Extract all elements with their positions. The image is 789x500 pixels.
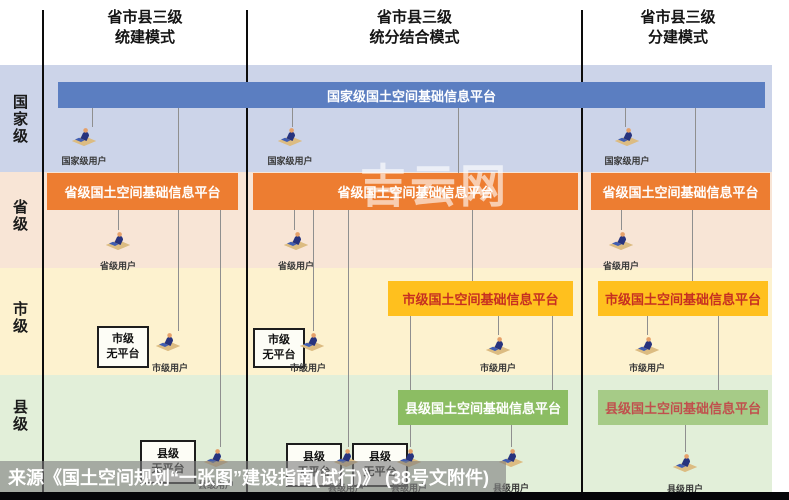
banner-county-platform: 县级国土空间基础信息平台 — [598, 390, 768, 425]
city-user-icon — [486, 337, 510, 355]
connector-line — [410, 316, 411, 447]
user-label: 国家级用户 — [267, 156, 313, 166]
header-line1: 省市县三级 — [640, 9, 716, 26]
connector-line — [647, 316, 648, 335]
user-label: 省级用户 — [99, 261, 137, 271]
no-platform-line1: 县级 — [303, 451, 325, 464]
national-user-icon — [278, 128, 302, 146]
banner-national-platform: 国家级国土空间基础信息平台 — [58, 82, 765, 108]
row-label-city: 市级 — [11, 301, 28, 335]
row-label-provincial: 省级 — [11, 199, 28, 233]
column-divider — [246, 10, 248, 492]
column-header-separate-mode: 省市县三级 分建模式 — [583, 8, 773, 47]
connector-line — [92, 108, 93, 127]
provincial-user-icon — [609, 232, 633, 250]
national-user-icon — [72, 128, 96, 146]
header-line1: 省市县三级 — [376, 9, 452, 26]
connector-line — [472, 210, 473, 281]
header-mode: 分建模式 — [647, 28, 708, 46]
banner-provincial-platform: 省级国土空间基础信息平台 — [47, 173, 238, 210]
row-label-national: 国家级 — [11, 94, 28, 145]
connector-line — [292, 108, 293, 127]
bottom-bar — [0, 492, 789, 500]
no-platform-line1: 县级 — [157, 448, 179, 461]
connector-line — [458, 108, 459, 173]
banner-provincial-platform: 省级国土空间基础信息平台 — [253, 173, 578, 210]
city-user-icon — [300, 333, 324, 351]
connector-line — [178, 108, 179, 173]
header-line1: 省市县三级 — [107, 9, 183, 26]
city-user-icon — [156, 333, 180, 351]
provincial-user-icon — [284, 232, 308, 250]
connector-line — [294, 210, 295, 230]
no-platform-line2: 无平台 — [262, 349, 296, 361]
user-label: 省级用户 — [277, 261, 315, 271]
user-label: 国家级用户 — [61, 156, 107, 166]
user-label: 省级用户 — [602, 261, 640, 271]
banner-city-platform: 市级国土空间基础信息平台 — [388, 281, 573, 316]
column-header-unified-mode: 省市县三级 统建模式 — [44, 8, 246, 47]
national-user-icon — [615, 128, 639, 146]
connector-line — [178, 210, 179, 331]
source-caption: 来源《国土空间规划“一张图”建设指南(试行)》 (38号文附件) — [0, 461, 506, 492]
no-platform-box-city: 市级 无平台 — [97, 326, 149, 368]
no-platform-line1: 市级 — [112, 333, 134, 346]
banner-provincial-platform: 省级国土空间基础信息平台 — [591, 173, 770, 210]
column-divider — [42, 10, 44, 492]
no-platform-line2: 无平台 — [106, 348, 140, 360]
county-user-icon — [673, 454, 697, 472]
user-label: 国家级用户 — [604, 156, 650, 166]
connector-line — [220, 210, 221, 447]
connector-line — [718, 316, 719, 390]
column-header-combined-mode: 省市县三级 统分结合模式 — [248, 8, 581, 47]
user-label: 市级用户 — [151, 363, 189, 373]
header-mode: 统分结合模式 — [369, 28, 460, 46]
connector-line — [695, 108, 696, 173]
connector-line — [625, 108, 626, 127]
user-label: 县级用户 — [492, 483, 530, 493]
connector-line — [118, 210, 119, 230]
connector-line — [692, 210, 693, 281]
no-platform-box-city: 市级 无平台 — [253, 328, 305, 368]
banner-county-platform: 县级国土空间基础信息平台 — [398, 390, 568, 425]
banner-city-platform: 市级国土空间基础信息平台 — [598, 281, 768, 316]
no-platform-line1: 县级 — [369, 451, 391, 464]
user-label: 市级用户 — [289, 363, 327, 373]
row-label-county: 县级 — [11, 399, 28, 433]
connector-line — [348, 210, 349, 447]
user-label: 市级用户 — [479, 363, 517, 373]
connector-line — [498, 316, 499, 335]
column-divider — [581, 10, 583, 492]
city-user-icon — [635, 337, 659, 355]
connector-line — [511, 425, 512, 447]
provincial-user-icon — [106, 232, 130, 250]
no-platform-line1: 市级 — [268, 334, 290, 347]
connector-line — [685, 425, 686, 452]
connector-line — [313, 210, 314, 331]
user-label: 市级用户 — [628, 363, 666, 373]
connector-line — [552, 316, 553, 390]
header-mode: 统建模式 — [114, 28, 175, 46]
connector-line — [621, 210, 622, 230]
user-label: 县级用户 — [666, 484, 704, 494]
